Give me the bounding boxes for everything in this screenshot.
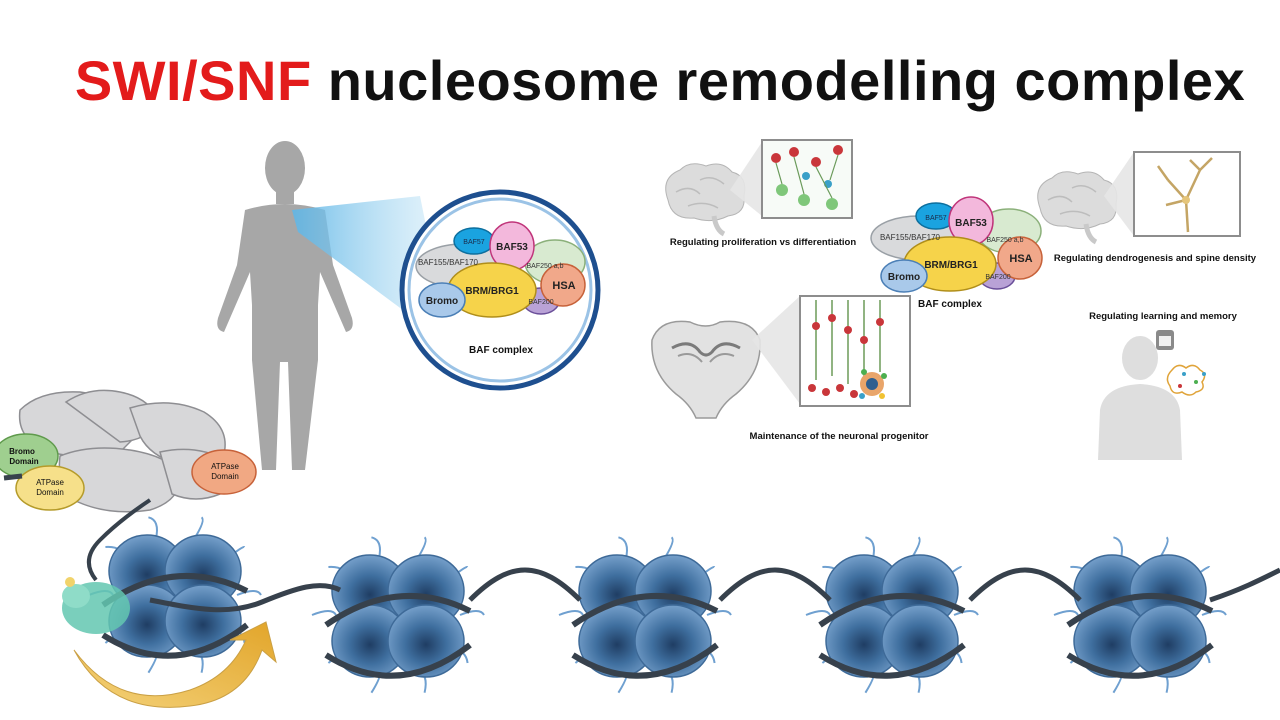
bromo-subunit [418, 282, 466, 318]
nucleosome [1053, 536, 1227, 694]
coronal-section-icon [651, 320, 761, 419]
baf-caption-right: BAF complex [918, 299, 982, 310]
brain-icon [665, 163, 746, 237]
baf250-label-right: BAF250 a,b [987, 237, 1024, 244]
baf57-label: BAF57 [463, 239, 485, 246]
atpase1-label-2: Domain [36, 488, 64, 497]
dendrite-inset [1133, 151, 1241, 237]
human-silhouette [217, 141, 353, 470]
nucleosome [805, 536, 979, 694]
nucleosome [558, 536, 732, 694]
atpase-domain-left [15, 465, 85, 511]
bromo-label-right: Bromo [888, 272, 920, 283]
remodeling-enzyme [62, 577, 130, 634]
baf155-label-right: BAF155/BAF170 [880, 233, 941, 242]
progenitor-label: Maintenance of the neuronal progenitor [750, 431, 929, 442]
baf-complex-right: BAF57 BAF53 BAF155/BAF170 BAF250 a,b BRM… [870, 196, 1043, 310]
baf-zoom-circle: BAF57 BAF53 BAF155/BAF170 BAF250 a,b BRM… [399, 189, 601, 391]
baf53-label: BAF53 [496, 242, 528, 253]
hsa-subunit [540, 263, 586, 307]
dendrogenesis-label: Regulating dendrogenesis and spine densi… [1054, 253, 1257, 264]
brm-label-right: BRM/BRG1 [924, 260, 978, 271]
progenitor-inset [799, 295, 911, 407]
bromo-domain-label-1: Bromo [9, 447, 35, 456]
human-bust [1098, 336, 1182, 460]
baf-caption: BAF complex [469, 345, 533, 356]
dna-strand [149, 583, 342, 613]
title-highlight: SWI/SNF [74, 49, 312, 112]
baf200-label: BAF200 [528, 299, 553, 306]
function-panel: Regulating proliferation vs differentiat… [651, 139, 1257, 460]
nucleosome [311, 536, 485, 694]
remodeler-complex: Bromo Domain ATPase Domain ATPase Domain [0, 389, 257, 582]
bromo-label: Bromo [426, 296, 458, 307]
learning-label: Regulating learning and memory [1089, 311, 1238, 322]
page-title: SWI/SNF nucleosome remodelling complex [0, 48, 1280, 113]
baf57-label-right: BAF57 [925, 215, 947, 222]
brain-icon-right [1037, 171, 1118, 245]
atpase2-label-1: ATPase [211, 462, 239, 471]
atpase1-label-1: ATPase [36, 478, 64, 487]
nucleosome-chain [88, 516, 1227, 694]
title-rest: nucleosome remodelling complex [311, 49, 1246, 112]
baf53-label-right: BAF53 [955, 218, 987, 229]
hsa-label: HSA [552, 280, 575, 292]
baf155-label: BAF155/BAF170 [418, 258, 479, 267]
remodeling-arrow [73, 621, 277, 708]
baf200-label-right: BAF200 [985, 274, 1010, 281]
baf250-label: BAF250 a,b [527, 263, 564, 270]
atpase2-label-2: Domain [211, 472, 239, 481]
memory-icon [1156, 330, 1206, 396]
brm-label: BRM/BRG1 [465, 286, 519, 297]
bromo-domain-label-2: Domain [9, 457, 38, 466]
hsa-label-right: HSA [1009, 253, 1032, 265]
proliferation-label: Regulating proliferation vs differentiat… [670, 237, 857, 248]
cortex-neuron-inset [761, 139, 853, 219]
atpase-domain-right [191, 449, 257, 495]
